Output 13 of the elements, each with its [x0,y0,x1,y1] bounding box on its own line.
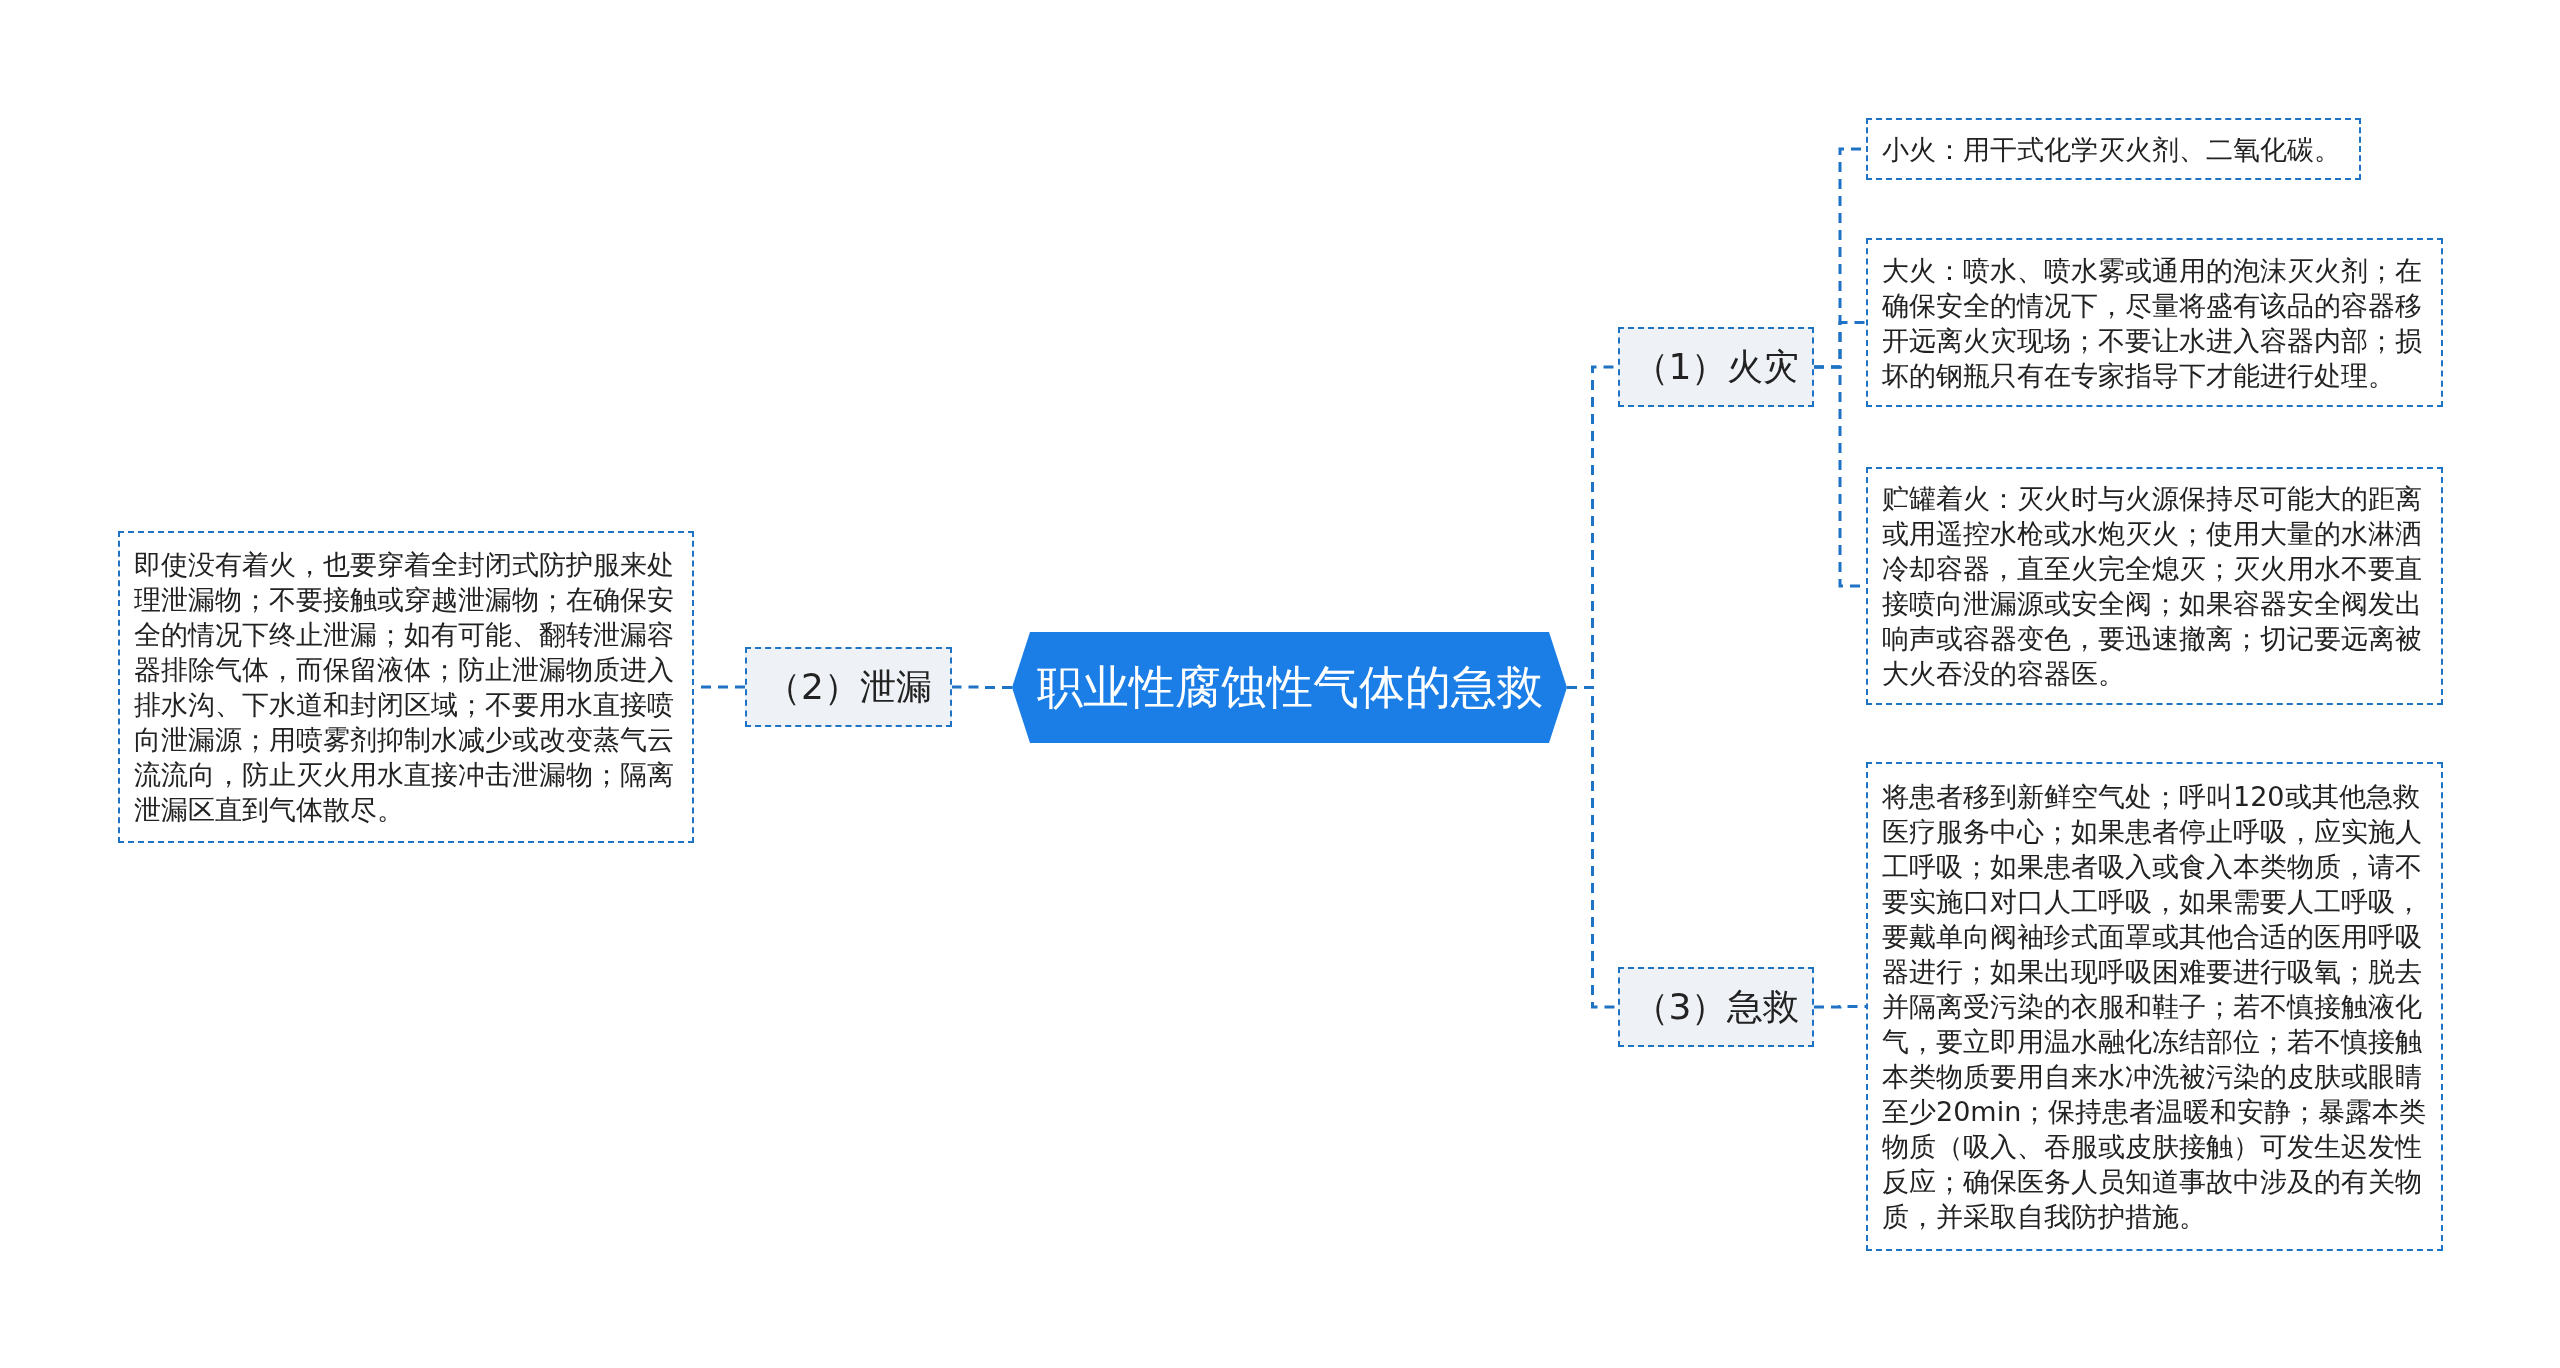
topic-text: 职业性腐蚀性气体的急救 [1036,658,1543,716]
topic-box: （3）急救 [1618,967,1814,1047]
connector-line [952,685,1012,689]
text-box: 即使没有着火，也要穿着全封闭式防护服来处理泄漏物；不要接触或穿越泄漏物；在确保安全的情况下终止泄漏；如有可能、翻转泄漏容器排除气体，而保留液体；防止泄漏物质进入排水沟、下水道和封闭区域；不要用水直接喷向泄漏源；用喷雾剂抑制水减少或改变蒸气云流流向，防止灭火用水直接冲击泄漏物；隔离泄漏区直到气体散尽。 [118,531,694,843]
text-box: 贮罐着火：灭火时与火源保持尽可能大的距离或用遥控水枪或水炮灭火；使用大量的水淋洒冷却容器，直至火完全熄灭；灭火用水不要直接喷向泄漏源或安全阀；如果容器安全阀发出响声或容器变色，要迅速撤离；切记要远离被大火吞没的容器医。 [1866,467,2443,705]
central-topic [1012,632,1567,743]
topic-box: （2）泄漏 [745,647,952,727]
topic-box: （1）火灾 [1618,327,1814,407]
text-box: 大火：喷水、喷水雾或通用的泡沫灭火剂；在确保安全的情况下，尽量将盛有该品的容器移开远离火灾现场；不要让水进入容器内部；损坏的钢瓶只有在专家指导下才能进行处理。 [1866,238,2443,407]
text-box: 将患者移到新鲜空气处；呼叫120或其他急救医疗服务中心；如果患者停止呼吸，应实施人工呼吸；如果患者吸入或食入本类物质，请不要实施口对口人工呼吸，如果需要人工呼吸，要戴单向阀袖珍式面罩或其他合适的医用呼吸器进行；如果出现呼吸困难要进行吸氧；脱去并隔离受污染的衣服和鞋子；若不慎接触液化气，要立即用温水融化冻结部位；若不慎接触本类物质要用自来水冲洗被污染的皮肤或眼睛至少20min；保持患者温暖和安静；暴露本类物质（吸入、吞服或皮肤接触）可发生迟发性反应；确保医务人员知道事故中涉及的有关物质，并采取自我防护措施。 [1866,762,2443,1251]
connector-line [1814,1005,1866,1009]
connector-line [1567,686,1618,1009]
text-box: 小火：用干式化学灭火剂、二氧化碳。 [1866,118,2361,180]
